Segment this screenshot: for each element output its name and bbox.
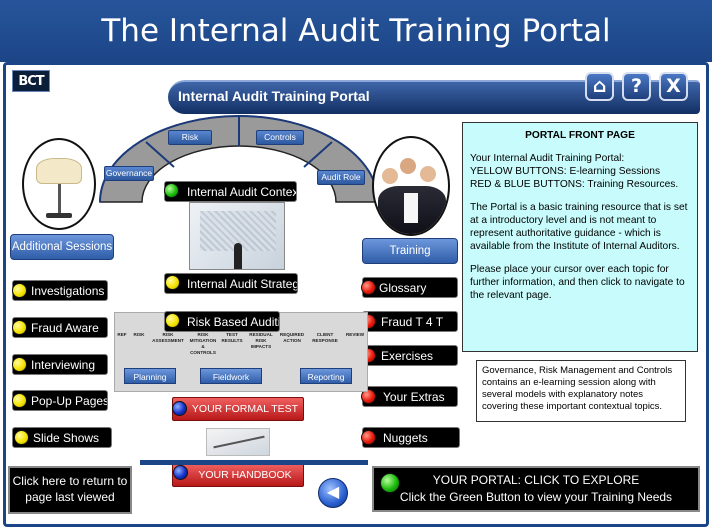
portal-title: Internal Audit Training Portal — [178, 88, 370, 104]
bct-logo: BCT — [12, 70, 50, 92]
red-dot-icon — [361, 430, 376, 445]
pen-icon — [213, 435, 265, 449]
arc-audit-role-button[interactable]: Audit Role — [317, 170, 365, 185]
person-icon — [400, 158, 416, 174]
internal-audit-context-button[interactable]: Internal Audit Context — [164, 181, 297, 202]
internal-audit-strategy-button[interactable]: Internal Audit Strategy — [164, 273, 298, 294]
resource-glossary-button[interactable]: Glossary — [362, 277, 458, 298]
yellow-dot-icon — [165, 313, 180, 328]
additional-sessions-header: Additional Sessions — [10, 234, 114, 260]
session-fraud-aware-button[interactable]: Fraud Aware — [12, 317, 108, 338]
strategy-image — [189, 202, 285, 270]
portal-explore-title: YOUR PORTAL: CLICK TO EXPLORE — [432, 473, 640, 487]
red-dot-icon — [361, 280, 376, 295]
notepad-pen-icon — [206, 428, 270, 456]
info-line-3: RED & BLUE BUTTONS: Training Resources. — [470, 179, 679, 190]
resource-exercises-button[interactable]: Exercises — [362, 345, 458, 366]
column-risk: RISK — [133, 332, 145, 337]
yellow-dot-icon — [12, 393, 27, 408]
yellow-dot-icon — [165, 275, 180, 290]
phase-planning-button[interactable]: Planning — [124, 368, 176, 384]
home-icon[interactable]: ⌂ — [585, 72, 614, 101]
footer-strip — [140, 460, 368, 465]
your-portal-explore-panel[interactable]: YOUR PORTAL: CLICK TO EXPLORE Click the … — [372, 466, 700, 512]
resource-nuggets-button[interactable]: Nuggets — [362, 427, 460, 448]
shirt-icon — [404, 193, 418, 223]
person-silhouette-icon — [234, 243, 242, 269]
column-ref: REF — [117, 332, 127, 337]
blue-dot-icon — [172, 401, 187, 416]
resource-your-extras-button[interactable]: Your Extras — [362, 386, 458, 407]
lamp-shade-icon — [36, 158, 82, 184]
info-paragraph-3: Please place your cursor over each topic… — [470, 264, 685, 301]
person-icon — [420, 166, 436, 182]
help-icon[interactable]: ? — [622, 72, 651, 101]
session-popup-pages-button[interactable]: Pop-Up Pages — [12, 390, 108, 411]
yellow-dot-icon — [12, 357, 27, 372]
column-residual-risk: RESIDUAL RISK IMPACTS — [249, 332, 273, 349]
person-icon — [382, 168, 398, 184]
column-required-action: REQUIRED ACTION — [279, 332, 305, 343]
governance-note-panel: Governance, Risk Management and Controls… — [476, 360, 686, 422]
portal-info-panel: PORTAL FRONT PAGE Your Internal Audit Tr… — [462, 122, 698, 352]
column-client-response: CLIENT RESPONSE — [312, 332, 338, 343]
column-risk-mitigation: RISK MITIGATION & CONTROLS — [189, 332, 217, 355]
session-slide-shows-button[interactable]: Slide Shows — [12, 427, 112, 448]
return-last-viewed-button[interactable]: Click here to return to page last viewed — [8, 466, 132, 514]
info-paragraph-2: The Portal is a basic training resource … — [470, 202, 688, 252]
resource-fraud-t4t-button[interactable]: Fraud T 4 T — [362, 311, 458, 332]
red-dot-icon — [361, 389, 376, 404]
session-interviewing-button[interactable]: Interviewing — [12, 354, 108, 375]
risk-based-auditing-button[interactable]: Risk Based Auditing — [164, 311, 280, 332]
portal-explore-subtitle: Click the Green Button to view your Trai… — [399, 490, 673, 504]
yellow-dot-icon — [12, 320, 27, 335]
info-line-1: Your Internal Audit Training Portal: — [470, 153, 625, 164]
green-explore-button[interactable] — [380, 473, 400, 493]
info-heading: PORTAL FRONT PAGE — [525, 130, 635, 141]
info-line-2: YELLOW BUTTONS: E-learning Sessions — [470, 166, 661, 177]
phase-reporting-button[interactable]: Reporting — [300, 368, 352, 384]
phase-fieldwork-button[interactable]: Fieldwork — [200, 368, 262, 384]
back-arrow-icon[interactable]: ◀ — [318, 478, 348, 508]
lamp-stand-icon — [58, 184, 61, 214]
session-investigations-button[interactable]: Investigations — [12, 280, 108, 301]
yellow-dot-icon — [14, 430, 29, 445]
column-test-results: TEST RESULTS — [221, 332, 243, 343]
arc-governance-button[interactable]: Governance — [104, 166, 154, 181]
training-resources-header: Training Resources — [362, 238, 458, 281]
handbook-button[interactable]: YOUR HANDBOOK — [172, 463, 304, 487]
blue-dot-icon — [173, 465, 188, 480]
column-review: REVIEW — [345, 332, 365, 337]
formal-test-button[interactable]: YOUR FORMAL TEST — [172, 397, 304, 421]
arc-controls-button[interactable]: Controls — [256, 130, 304, 145]
lamp-base-icon — [46, 213, 72, 218]
lamp-image — [22, 138, 96, 230]
page-banner: The Internal Audit Training Portal — [0, 0, 712, 62]
arc-risk-button[interactable]: Risk — [168, 130, 212, 145]
green-dot-icon — [164, 183, 179, 198]
column-risk-assessment: RISK ASSESSMENT — [152, 332, 184, 343]
close-icon[interactable]: X — [659, 72, 688, 101]
yellow-dot-icon — [12, 283, 27, 298]
business-team-image — [372, 136, 450, 236]
